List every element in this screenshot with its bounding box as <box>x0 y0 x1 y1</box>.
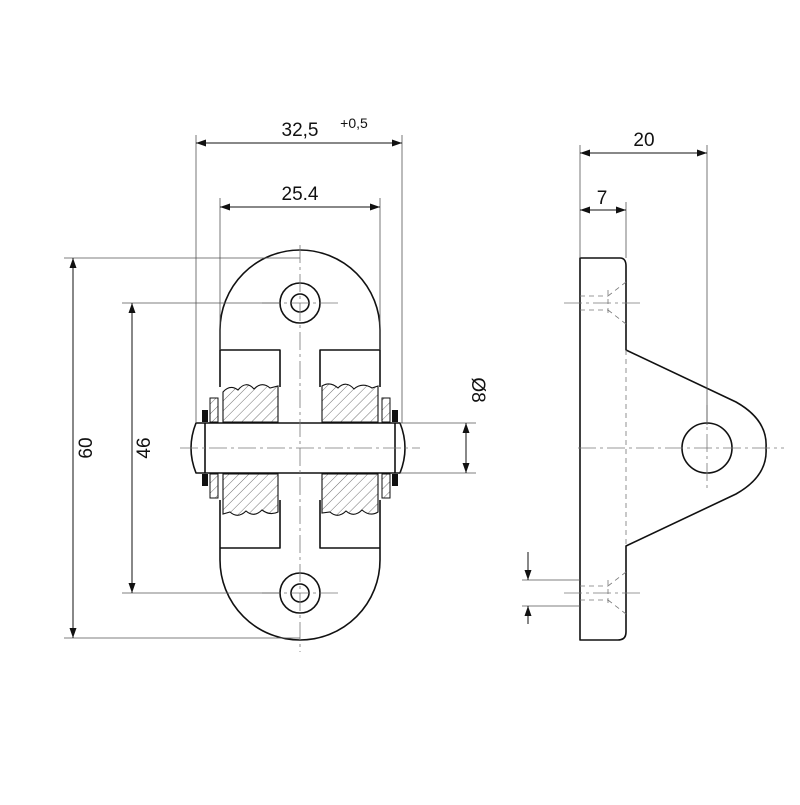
front-dimensions: 32,5 +0,5 25.4 60 46 Ø8 <box>64 115 488 639</box>
washer-right-lower <box>392 474 398 486</box>
side-plate-left-lower <box>209 473 219 499</box>
side-plate-right-lower <box>381 473 391 499</box>
dim-side-flange: 7 <box>597 188 608 209</box>
dim-side-depth: 20 <box>633 130 654 151</box>
wood-section-lower-right <box>321 473 379 516</box>
washer-right-upper <box>392 410 398 422</box>
slot-right-edge <box>319 349 380 387</box>
washer-left-upper <box>202 410 208 422</box>
dim-overall-width-tolerance: +0,5 <box>340 115 368 131</box>
wood-section-lower-left <box>222 473 279 516</box>
dim-inner-width: 25.4 <box>282 184 319 205</box>
front-view <box>180 245 420 652</box>
side-dimensions: 20 7 <box>522 130 708 624</box>
side-view <box>564 257 784 641</box>
dim-overall-width: 32,5 <box>282 120 319 141</box>
slot-left-edge-bottom <box>220 500 281 549</box>
side-plate-right-upper <box>381 397 391 423</box>
slot-left-edge <box>220 349 281 387</box>
dim-overall-height: 60 <box>76 437 97 458</box>
dim-hole-spacing: 46 <box>134 437 155 458</box>
wood-section-upper-left <box>222 384 279 423</box>
wood-section-upper-right <box>321 383 379 423</box>
side-plate-left-upper <box>209 397 219 423</box>
washer-left-lower <box>202 474 208 486</box>
dim-pin-diameter: Ø8 <box>467 377 488 402</box>
slot-right-edge-bottom <box>319 500 380 549</box>
side-hidden-hole-bottom <box>580 571 627 615</box>
